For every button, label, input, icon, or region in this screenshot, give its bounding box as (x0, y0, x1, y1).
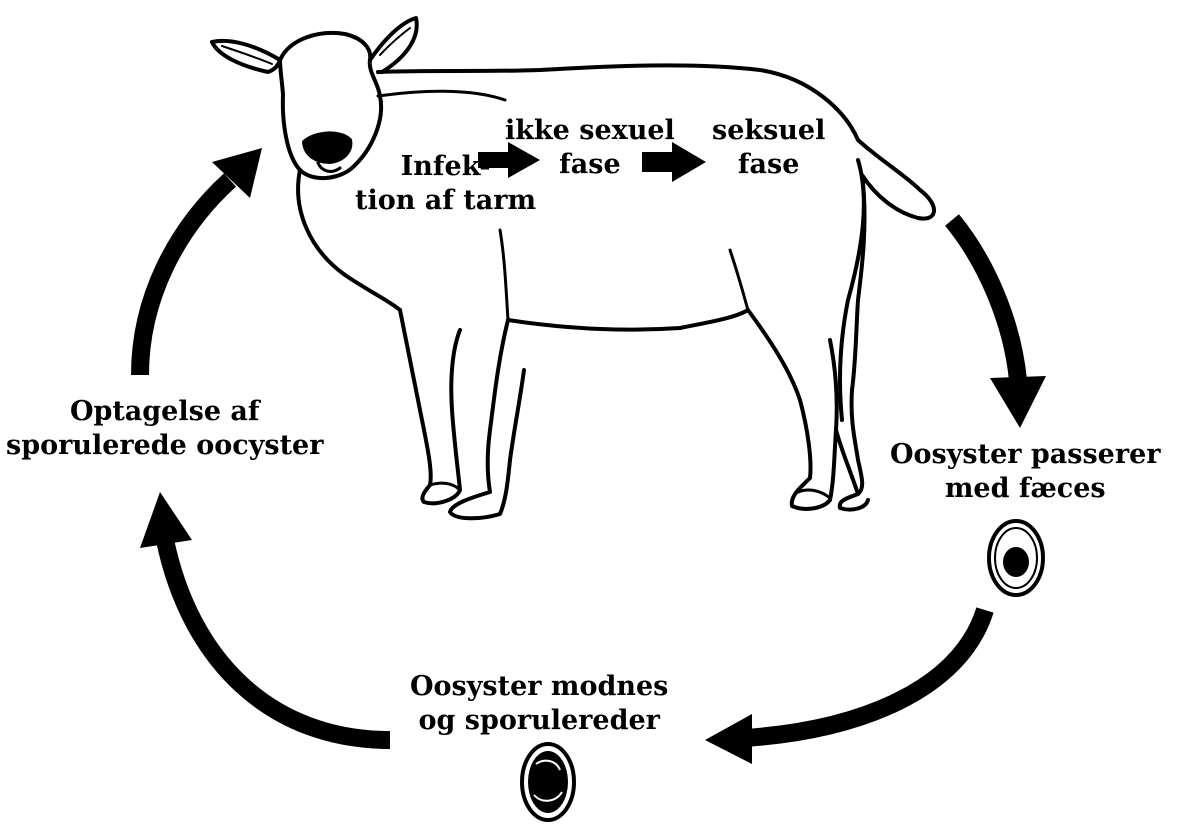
label-maturation: Oosyster modnes og sporulereder (410, 670, 668, 738)
label-uptake-line1: Optagelse af (6, 395, 323, 429)
label-infection-line2: tion af tarm (355, 184, 536, 218)
arrowhead-uptake (140, 492, 192, 548)
arrow-to-maturation (745, 610, 985, 738)
label-asexual-phase: ikke sexuel fase (505, 114, 675, 182)
label-sexual-phase: seksuel fase (712, 114, 825, 182)
sheep-muzzle (304, 133, 350, 162)
label-uptake: Optagelse af sporulerede oocyster (6, 395, 323, 463)
sheep-right-ear (370, 18, 417, 72)
label-maturation-line2: og sporulereder (410, 704, 668, 738)
label-shedding: Oosyster passerer med fæces (890, 438, 1160, 506)
label-asexual-line1: ikke sexuel (505, 114, 675, 148)
sheep-hind-leg-right (836, 430, 868, 510)
label-shedding-line2: med fæces (890, 472, 1160, 506)
oocyst-sporulated (522, 744, 574, 820)
label-asexual-line2: fase (505, 148, 675, 182)
arrowhead-maturation (705, 714, 752, 764)
label-sexual-line2: fase (712, 148, 825, 182)
sheep-hind-leg-left (748, 310, 837, 509)
label-uptake-line2: sporulerede oocyster (6, 429, 323, 463)
arrow-to-uptake (165, 540, 390, 740)
arrow-to-feces (952, 220, 1018, 380)
label-sexual-line1: seksuel (712, 114, 825, 148)
arrow-to-sheep (140, 180, 230, 375)
sheep-belly (508, 310, 748, 330)
arrowhead-feces (990, 376, 1046, 428)
sheep-front-leg-left (400, 310, 460, 503)
oocyst-feces (989, 521, 1043, 595)
label-shedding-line1: Oosyster passerer (890, 438, 1160, 472)
label-maturation-line1: Oosyster modnes (410, 670, 668, 704)
